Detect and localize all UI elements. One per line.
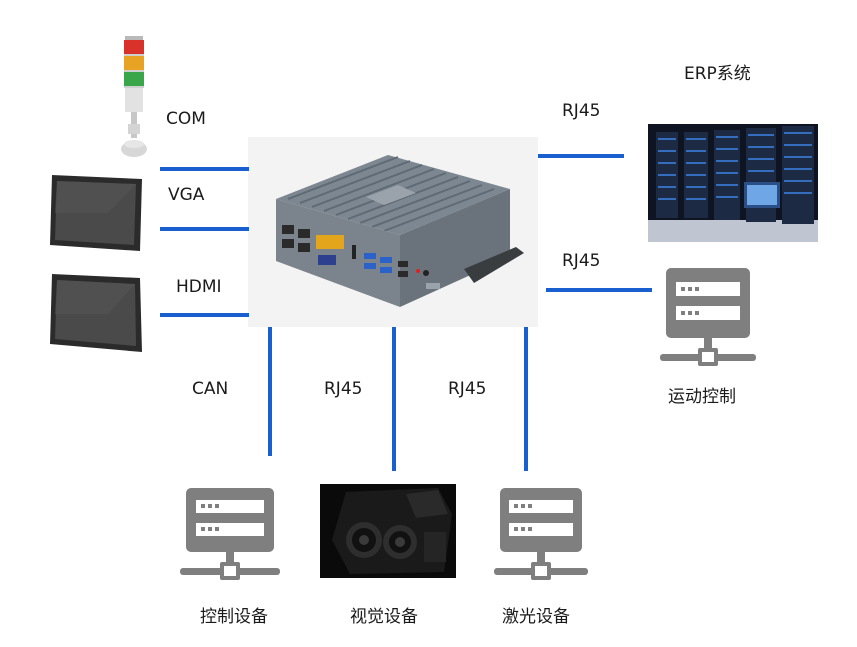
monitor-icon	[50, 175, 142, 251]
industrial-camera-icon	[320, 484, 456, 578]
signal-tower-light-icon	[121, 36, 147, 157]
laser-device-caption: 激光设备	[502, 607, 570, 627]
server-rack-icon	[648, 124, 818, 242]
rj45-camera-label: RJ45	[324, 379, 363, 399]
hdmi-connector-line	[160, 313, 249, 317]
vga-label: VGA	[168, 185, 205, 205]
laser-connector-line	[524, 327, 528, 471]
can-label: CAN	[192, 379, 229, 399]
can-connector-line	[268, 327, 272, 456]
motion-control-caption: 运动控制	[668, 387, 736, 407]
rj45-erp-label: RJ45	[562, 101, 601, 121]
vision-device-caption: 视觉设备	[350, 607, 418, 627]
rj45-motion-label: RJ45	[562, 251, 601, 271]
vga-connector-line	[160, 227, 249, 231]
camera-connector-line	[392, 327, 396, 471]
server-device-icon	[180, 488, 280, 580]
motion-connector-line	[546, 288, 652, 292]
com-connector-line	[160, 167, 249, 171]
com-label: COM	[166, 109, 206, 129]
rj45-laser-label: RJ45	[448, 379, 487, 399]
monitor-icon	[50, 274, 142, 352]
server-device-icon	[660, 268, 756, 366]
erp-system-caption: ERP系统	[684, 64, 751, 84]
erp-connector-line	[538, 154, 624, 158]
industrial-pc-icon	[248, 137, 538, 327]
hdmi-label: HDMI	[176, 277, 222, 297]
control-device-caption: 控制设备	[200, 607, 268, 627]
server-device-icon	[494, 488, 588, 580]
